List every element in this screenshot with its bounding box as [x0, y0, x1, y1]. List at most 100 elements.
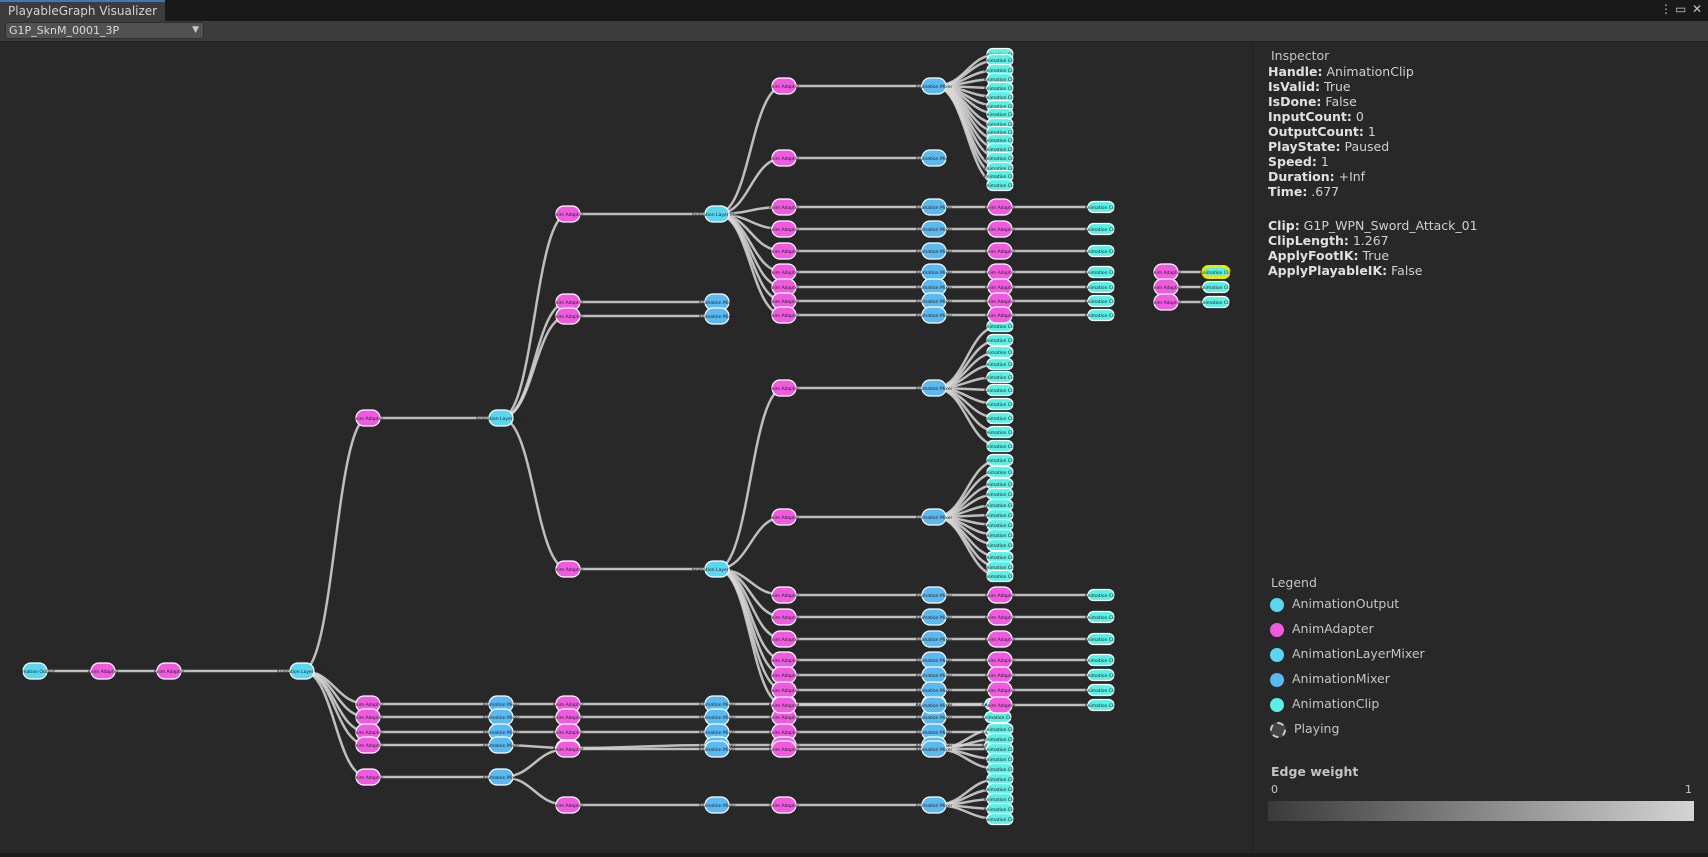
graph-node-mixer[interactable]: Animation Mixer: [699, 740, 736, 758]
graph-node-clip[interactable]: Animation Clip: [984, 425, 1017, 439]
graph-node-adapter[interactable]: Anim Adapter: [769, 198, 800, 216]
graph-node-clip[interactable]: Animation Clip: [1200, 265, 1233, 279]
graph-node-adapter[interactable]: Anim Adapter: [353, 708, 384, 726]
graph-node-mixer[interactable]: Animation Mixer: [916, 723, 953, 741]
graph-node-mixer[interactable]: Animation Mixer: [483, 768, 520, 786]
graph-node-clip[interactable]: Animation Clip: [1085, 244, 1118, 258]
graph-node-adapter[interactable]: Anim Adapter: [769, 696, 800, 714]
graph-node-mixer[interactable]: Animation Mixer: [699, 307, 736, 325]
graph-node-adapter[interactable]: Anim Adapter: [985, 586, 1016, 604]
graph-node-adapter[interactable]: Anim Adapter: [553, 293, 584, 311]
graph-node-clip[interactable]: Animation Clip: [984, 538, 1017, 552]
graph-node-clip[interactable]: Animation Clip: [1085, 588, 1118, 602]
graph-node-clip[interactable]: Animation Clip: [984, 383, 1017, 397]
graph-node-mixer[interactable]: Animation Mixer: [916, 681, 953, 699]
graph-node-adapter[interactable]: Anim Adapter: [769, 586, 800, 604]
graph-node-mixer[interactable]: Animation Mixer: [916, 586, 953, 604]
graph-node-adapter[interactable]: Anim Adapter: [769, 263, 800, 281]
graph-node-clip[interactable]: Animation Clip: [1085, 280, 1118, 294]
graph-node-clip[interactable]: Animation Clip: [984, 782, 1017, 796]
graph-node-mixer[interactable]: Animation Mixer: [916, 198, 953, 216]
graph-node-mixer[interactable]: Animation Mixer: [916, 379, 953, 397]
graph-node-adapter[interactable]: Anim Adapter: [353, 768, 384, 786]
graph-node-clip[interactable]: Animation Clip: [1085, 698, 1118, 712]
graph-node-adapter[interactable]: Anim Adapter: [1151, 293, 1182, 311]
graph-node-clip[interactable]: Animation Clip: [984, 151, 1017, 165]
graph-node-clip[interactable]: Animation Clip: [984, 498, 1017, 512]
graph-node-adapter[interactable]: Anim Adapter: [553, 205, 584, 223]
graph-node-mixer[interactable]: Animation Mixer: [916, 263, 953, 281]
graph-node-layer-mixer[interactable]: Animation Layer Mixer: [692, 205, 743, 223]
graph-node-adapter[interactable]: Anim Adapter: [769, 740, 800, 758]
graph-node-adapter[interactable]: Anim Adapter: [985, 242, 1016, 260]
graph-node-adapter[interactable]: Anim Adapter: [88, 662, 119, 680]
graph-node-adapter[interactable]: Anim Adapter: [769, 508, 800, 526]
graph-node-clip[interactable]: Animation Clip: [984, 107, 1017, 121]
graph-node-adapter[interactable]: Anim Adapter: [769, 608, 800, 626]
graph-node-clip[interactable]: Animation Clip: [984, 528, 1017, 542]
graph-node-mixer[interactable]: Animation Mixer: [483, 723, 520, 741]
graph-node-clip[interactable]: Animation Clip: [984, 487, 1017, 501]
graph-node-mixer[interactable]: Animation Mixer: [916, 149, 953, 167]
graph-node-clip[interactable]: Animation Clip: [1085, 610, 1118, 624]
graph-node-layer-mixer[interactable]: Animation Layer Mixer: [476, 409, 527, 427]
graph-node-mixer[interactable]: Animation Mixer: [916, 508, 953, 526]
graph-node-clip[interactable]: Animation Clip: [1085, 265, 1118, 279]
graph-node-clip[interactable]: Animation Clip: [984, 453, 1017, 467]
graph-node-clip[interactable]: Animation Clip: [1085, 222, 1118, 236]
graph-node-clip[interactable]: Animation Clip: [984, 722, 1017, 736]
graph-node-mixer[interactable]: Animation Mixer: [916, 651, 953, 669]
graph-node-mixer[interactable]: Animation Mixer: [699, 708, 736, 726]
graph-node-clip[interactable]: Animation Clip: [1085, 632, 1118, 646]
graph-node-adapter[interactable]: Anim Adapter: [1151, 263, 1182, 281]
graph-node-adapter[interactable]: Anim Adapter: [553, 723, 584, 741]
graph-node-clip[interactable]: Animation Clip: [984, 439, 1017, 453]
graph-node-clip[interactable]: Animation Clip: [984, 792, 1017, 806]
graph-node-adapter[interactable]: Anim Adapter: [553, 708, 584, 726]
graph-node-adapter[interactable]: Anim Adapter: [985, 220, 1016, 238]
graph-node-adapter[interactable]: Anim Adapter: [553, 695, 584, 713]
graph-node-clip[interactable]: Animation Clip: [1085, 200, 1118, 214]
graph-node-adapter[interactable]: Anim Adapter: [769, 149, 800, 167]
graph-node-mixer[interactable]: Animation Mixer: [483, 736, 520, 754]
graph-node-clip[interactable]: Animation Clip: [984, 370, 1017, 384]
graph-node-output[interactable]: Animation Output: [15, 662, 55, 680]
graph-node-mixer[interactable]: Animation Mixer: [916, 796, 953, 814]
graph-node-mixer[interactable]: Animation Mixer: [916, 77, 953, 95]
graph-node-clip[interactable]: Animation Clip: [984, 772, 1017, 786]
graph-node-mixer[interactable]: Animation Mixer: [699, 796, 736, 814]
close-icon[interactable]: ✕: [1692, 2, 1703, 16]
graph-node-clip[interactable]: Animation Clip: [984, 762, 1017, 776]
graph-select-dropdown[interactable]: G1P_SknM_0001_3P ▼: [5, 22, 204, 39]
graph-node-mixer[interactable]: Animation Mixer: [916, 740, 953, 758]
graph-node-clip[interactable]: Animation Clip: [984, 53, 1017, 67]
graph-node-adapter[interactable]: Anim Adapter: [769, 306, 800, 324]
graph-node-clip[interactable]: Animation Clip: [984, 802, 1017, 816]
graph-node-adapter[interactable]: Anim Adapter: [985, 630, 1016, 648]
graph-node-clip[interactable]: Animation Clip: [1085, 668, 1118, 682]
graph-node-clip[interactable]: Animation Clip: [984, 357, 1017, 371]
graph-node-adapter[interactable]: Anim Adapter: [353, 736, 384, 754]
graph-node-adapter[interactable]: Anim Adapter: [769, 796, 800, 814]
graph-node-clip[interactable]: Animation Clip: [984, 550, 1017, 564]
graph-node-clip[interactable]: Animation Clip: [984, 477, 1017, 491]
graph-node-clip[interactable]: Animation Clip: [984, 518, 1017, 532]
graph-node-clip[interactable]: Animation Clip: [984, 732, 1017, 746]
graph-node-mixer[interactable]: Animation Mixer: [916, 278, 953, 296]
graph-node-clip[interactable]: Animation Clip: [984, 397, 1017, 411]
graph-node-mixer[interactable]: Animation Mixer: [916, 666, 953, 684]
graph-node-mixer[interactable]: Animation Mixer: [916, 242, 953, 260]
graph-node-mixer[interactable]: Animation Mixer: [916, 696, 953, 714]
graph-node-clip[interactable]: Animation Clip: [984, 178, 1017, 192]
graph-node-adapter[interactable]: Anim Adapter: [553, 560, 584, 578]
graph-node-adapter[interactable]: Anim Adapter: [985, 608, 1016, 626]
graph-node-adapter[interactable]: Anim Adapter: [769, 379, 800, 397]
graph-node-adapter[interactable]: Anim Adapter: [769, 630, 800, 648]
graph-node-clip[interactable]: Animation Clip: [984, 569, 1017, 583]
graph-node-mixer[interactable]: Animation Mixer: [916, 630, 953, 648]
graph-node-mixer[interactable]: Animation Mixer: [916, 220, 953, 238]
graph-node-adapter[interactable]: Anim Adapter: [353, 409, 384, 427]
graph-node-adapter[interactable]: Anim Adapter: [985, 696, 1016, 714]
graph-node-adapter[interactable]: Anim Adapter: [769, 651, 800, 669]
